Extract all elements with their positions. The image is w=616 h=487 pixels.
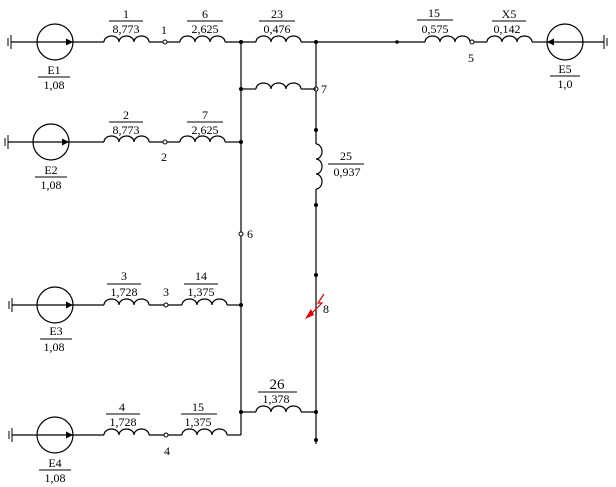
source-e4-icon — [36, 416, 74, 454]
element-23-num: 23 — [271, 7, 283, 21]
node-8-label: 8 — [323, 302, 329, 316]
branch-row-1 — [7, 23, 608, 61]
element-14-value: 1,375 — [188, 285, 215, 299]
source-e5-icon — [546, 23, 584, 61]
source-e1-name: E1 — [47, 63, 60, 77]
branch-row-3 — [8, 286, 243, 324]
element-1-value: 8,773 — [113, 22, 140, 36]
source-e2-icon — [32, 123, 70, 161]
node-2-marker — [162, 139, 168, 145]
node-5-label: 5 — [468, 51, 474, 65]
element-6-value: 2,625 — [192, 22, 219, 36]
element-7-value: 2,625 — [192, 123, 219, 137]
source-e1-icon — [36, 23, 74, 61]
element-23-value: 0,476 — [264, 22, 291, 36]
element-1-num: 1 — [123, 7, 129, 21]
source-e5-value: 1,0 — [558, 77, 573, 91]
bus-6 — [238, 42, 244, 435]
node-2-label: 2 — [161, 150, 167, 164]
node-4-label: 4 — [164, 444, 170, 458]
element-3-value: 1,728 — [111, 285, 138, 299]
node-6-marker — [238, 231, 244, 237]
inductor-14-icon — [181, 298, 228, 306]
inductor-1-icon — [103, 35, 150, 43]
element-6-num: 6 — [202, 7, 208, 21]
source-e1-value: 1,08 — [44, 78, 65, 92]
element-x5-num: X5 — [502, 7, 517, 21]
element-26-num: 26 — [270, 377, 286, 393]
node-4-marker — [163, 432, 169, 438]
node-1-marker — [162, 39, 168, 45]
inductor-6-icon — [179, 35, 226, 43]
element-15-top-num: 15 — [428, 6, 440, 20]
element-4-value: 1,728 — [110, 415, 137, 429]
inductor-15-bottom-icon — [181, 428, 228, 436]
source-e4-value: 1,08 — [45, 471, 66, 485]
lightning-fault-icon — [305, 293, 325, 319]
element-4-num: 4 — [119, 400, 125, 414]
source-e3-icon — [36, 286, 74, 324]
link-26 — [241, 405, 316, 413]
node-7-label: 7 — [321, 82, 327, 96]
inductor-4-icon — [103, 428, 150, 436]
element-14-num: 14 — [195, 269, 207, 283]
element-x5-value: 0,142 — [494, 22, 521, 36]
inductor-x5-icon — [486, 35, 533, 43]
bus-7-8 — [313, 42, 323, 444]
source-e3-value: 1,08 — [44, 340, 65, 354]
element-25-value: 0,937 — [334, 165, 361, 179]
node-5-marker — [469, 39, 475, 45]
inductor-25-icon — [315, 143, 323, 190]
node-3-label: 3 — [163, 285, 169, 299]
element-15-bottom-num: 15 — [192, 400, 204, 414]
source-e2-value: 1,08 — [41, 178, 62, 192]
element-2-num: 2 — [123, 108, 129, 122]
element-15-bottom-value: 1,375 — [185, 415, 212, 429]
link-6-7 — [241, 82, 316, 90]
element-25-num: 25 — [340, 149, 352, 163]
element-2-value: 8,773 — [113, 123, 140, 137]
inductor-3-icon — [103, 298, 150, 306]
inductor-15-top-icon — [424, 35, 471, 43]
branch-row-4 — [8, 416, 241, 454]
branch-row-2 — [4, 123, 243, 161]
node-3-marker — [163, 302, 169, 308]
node-6-label: 6 — [247, 227, 253, 241]
source-e3-name: E3 — [49, 324, 62, 338]
inductor-link-icon — [255, 82, 302, 90]
inductor-23-icon — [255, 35, 302, 43]
source-e2-name: E2 — [44, 163, 57, 177]
element-26-value: 1,378 — [263, 392, 290, 406]
node-1-label: 1 — [161, 23, 167, 37]
inductor-26-icon — [255, 405, 302, 413]
element-7-num: 7 — [202, 108, 208, 122]
element-15-top-value: 0,575 — [422, 22, 449, 36]
element-3-num: 3 — [121, 269, 127, 283]
source-e4-name: E4 — [48, 456, 61, 470]
source-e5-name: E5 — [558, 62, 571, 76]
